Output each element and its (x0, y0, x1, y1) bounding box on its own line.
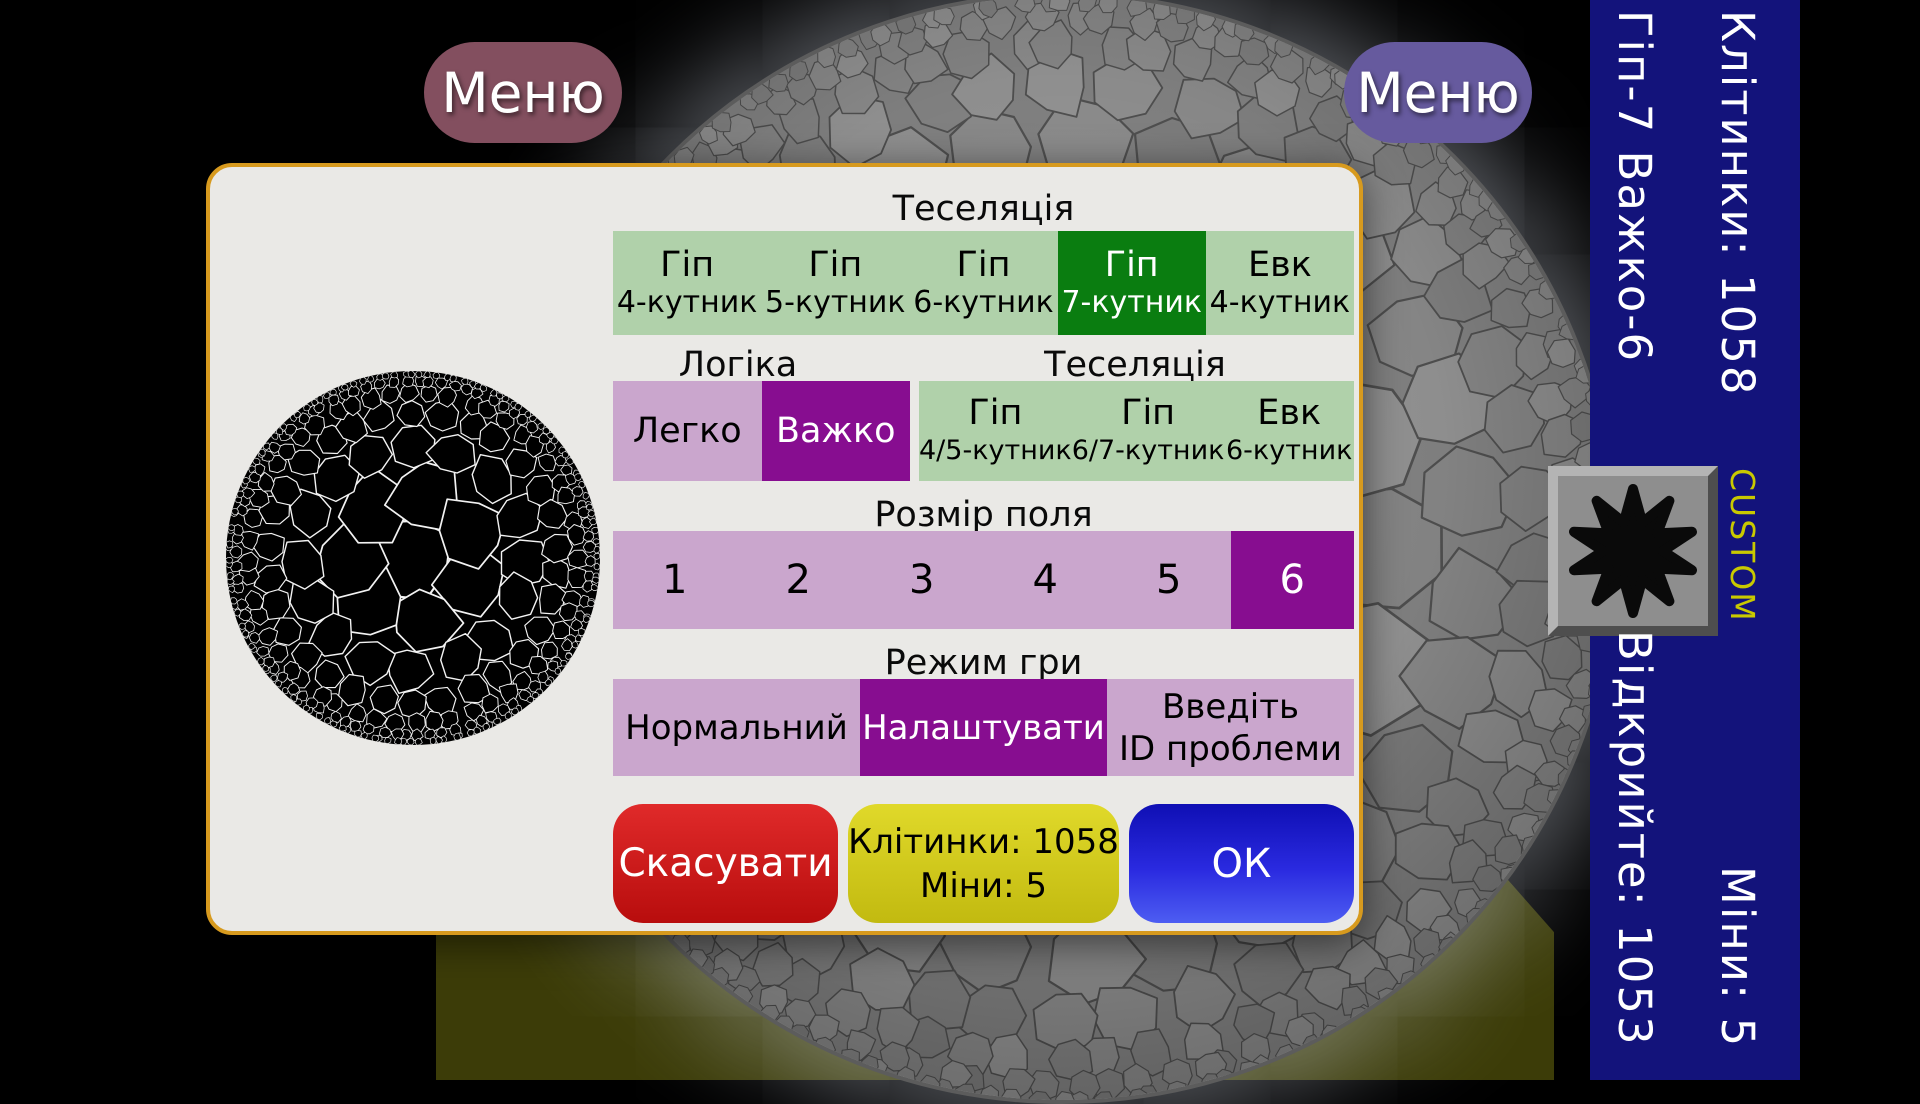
custom-star-button[interactable] (1548, 466, 1718, 636)
star-icon (1558, 476, 1708, 626)
size-3[interactable]: 3 (860, 531, 984, 629)
option-hyp-67[interactable]: Гіп 6/7-кутник (1072, 381, 1225, 481)
field-size-row: 1 2 3 4 5 6 (613, 531, 1354, 629)
status-mines: Міни: 5 (1714, 866, 1760, 1048)
dialog-buttons-row: Скасувати Клітинки: 1058 Міни: 5 ОК (613, 804, 1354, 923)
ok-button[interactable]: ОК (1129, 804, 1354, 923)
size-1[interactable]: 1 (613, 531, 737, 629)
option-hyp-4[interactable]: Гіп 4-кутник (613, 231, 761, 335)
option-euc-6[interactable]: Евк 6-кутник (1224, 381, 1354, 481)
size-2[interactable]: 2 (737, 531, 861, 629)
tessellation2-options: Гіп 4/5-кутник Гіп 6/7-кутник Евк 6-кутн… (919, 381, 1354, 481)
mode-problem-id[interactable]: Введіть ID проблеми (1107, 679, 1354, 776)
size-6[interactable]: 6 (1231, 531, 1355, 629)
custom-indicator-label: CUSTOM (1725, 468, 1759, 623)
info-box: Клітинки: 1058 Міни: 5 (848, 804, 1119, 923)
size-5[interactable]: 5 (1107, 531, 1231, 629)
option-hyp-6[interactable]: Гіп 6-кутник (909, 231, 1057, 335)
mode-normal[interactable]: Нормальний (613, 679, 860, 776)
status-mode: Гіп-7 Важко-6 (1611, 10, 1657, 363)
tessellation-options-row: Гіп 4-кутник Гіп 5-кутник Гіп 6-кутник Г… (613, 231, 1354, 335)
logic-hard[interactable]: Важко (762, 381, 911, 481)
option-hyp-7[interactable]: Гіп 7-кутник (1058, 231, 1206, 335)
tessellation-preview-graphic (226, 371, 600, 745)
label-tessellation: Теселяція (613, 187, 1354, 231)
menu-button-left[interactable]: Меню (424, 42, 622, 143)
logic-tessellation-row: Легко Важко Гіп 4/5-кутник Гіп 6/7-кутни… (613, 381, 1354, 481)
settings-dialog: Теселяція Гіп 4-кутник Гіп 5-кутник Гіп … (206, 163, 1363, 935)
status-cells: Клітинки: 1058 (1714, 10, 1760, 397)
menu-button-right[interactable]: Меню (1344, 42, 1532, 143)
option-hyp-5[interactable]: Гіп 5-кутник (761, 231, 909, 335)
size-4[interactable]: 4 (984, 531, 1108, 629)
option-euc-4[interactable]: Евк 4-кутник (1206, 231, 1354, 335)
mode-custom[interactable]: Налаштувати (860, 679, 1107, 776)
logic-options: Легко Важко (613, 381, 910, 481)
cancel-button[interactable]: Скасувати (613, 804, 838, 923)
app-window: Гіп-7 Важко-6 Клітинки: 1058 CUSTOM Відк… (0, 0, 1920, 1080)
tessellation-preview (226, 371, 600, 745)
game-mode-row: Нормальний Налаштувати Введіть ID пробле… (613, 679, 1354, 776)
logic-easy[interactable]: Легко (613, 381, 762, 481)
option-hyp-45[interactable]: Гіп 4/5-кутник (919, 381, 1072, 481)
status-open: Відкрийте: 1053 (1611, 630, 1657, 1047)
